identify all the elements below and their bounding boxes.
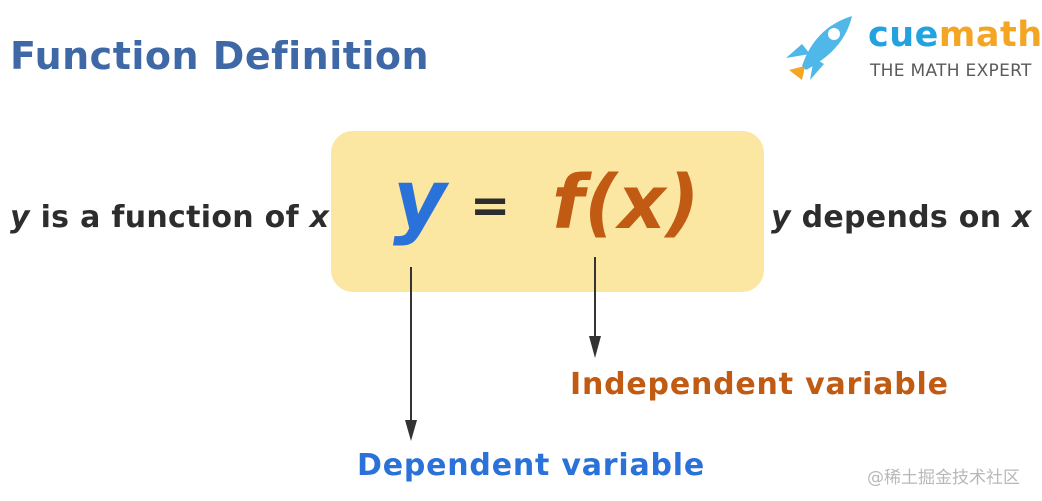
- brand-tagline: THE MATH EXPERT: [870, 61, 1032, 81]
- independent-variable-label: Independent variable: [570, 367, 949, 402]
- arrow-to-independent: [589, 257, 601, 358]
- brand-part-cue: cue: [868, 15, 939, 55]
- watermark: @稀土掘金技术社区: [867, 468, 1020, 488]
- left-var-y: y: [10, 200, 30, 235]
- equation-lhs-y: y: [393, 153, 447, 248]
- right-statement: y depends on x: [771, 200, 1032, 235]
- rocket-icon: [786, 16, 852, 80]
- brand-part-math: math: [938, 15, 1042, 55]
- right-var-y: y: [771, 200, 791, 235]
- right-var-x: x: [1012, 200, 1032, 235]
- left-statement-text: is a function of: [29, 200, 310, 235]
- left-statement: y is a function of x: [10, 200, 329, 235]
- equation-equals-sign: =: [470, 178, 511, 234]
- dependent-variable-label: Dependent variable: [357, 448, 706, 483]
- left-var-x: x: [309, 200, 330, 235]
- equation-rhs-fx: f(x): [552, 160, 700, 246]
- arrow-to-dependent: [405, 267, 417, 441]
- brand-name: cuemath: [868, 18, 1042, 53]
- equation-highlight-box: [331, 131, 764, 292]
- right-statement-text: depends on: [790, 200, 1013, 235]
- page-title: Function Definition: [10, 34, 430, 78]
- cuemath-logo: cuemath THE MATH EXPERT: [780, 8, 1042, 88]
